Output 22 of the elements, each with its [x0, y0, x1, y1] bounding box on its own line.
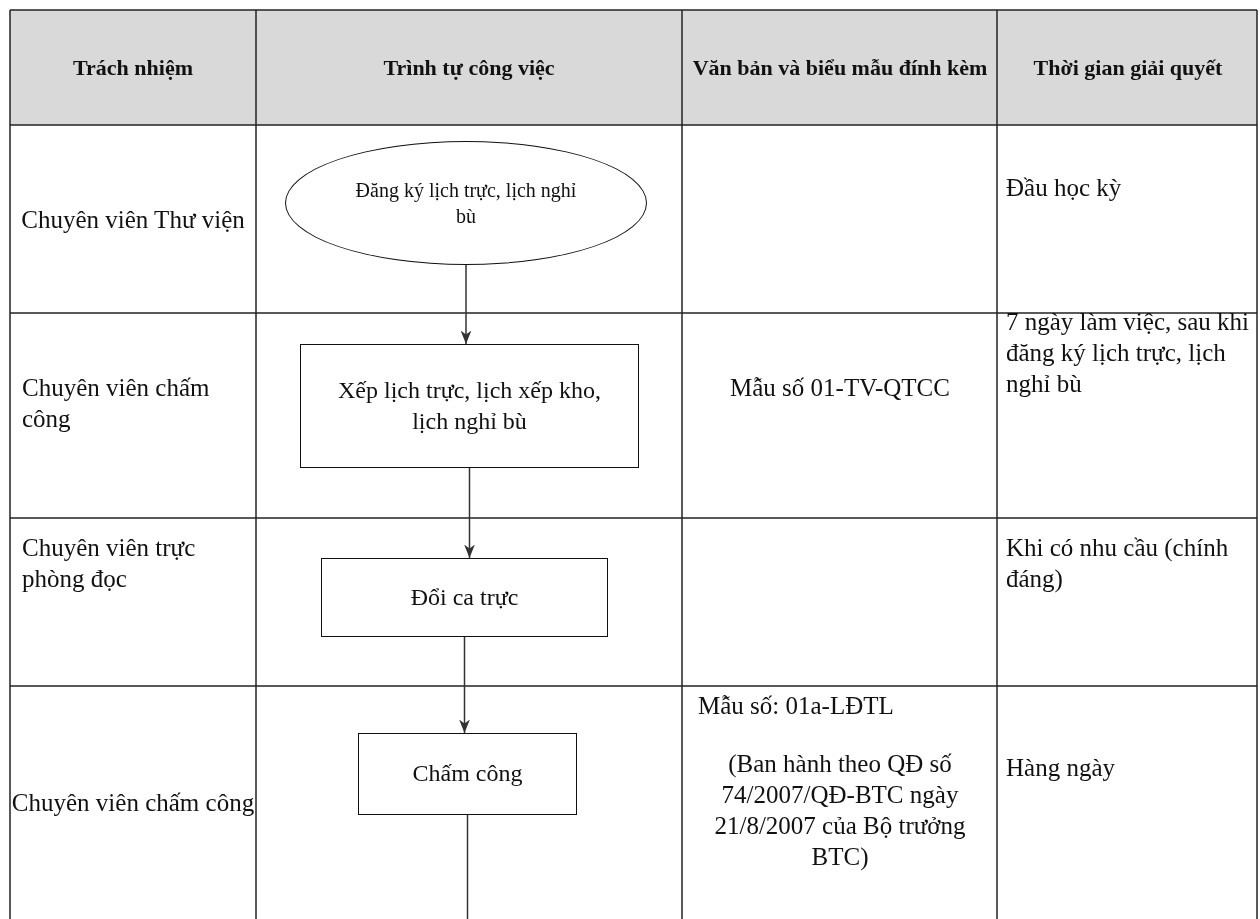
table-cell-text: Hàng ngày: [1006, 753, 1116, 783]
start-ellipse: Đăng ký lịch trực, lịch nghỉ bù: [285, 141, 647, 265]
process-box: Chấm công: [358, 733, 577, 815]
column-header: Trách nhiệm: [72, 53, 194, 82]
table-cell-text: Chuyên viên chấm công: [10, 788, 256, 818]
table-cell-text: Đầu học kỳ: [1006, 173, 1123, 203]
arrow: [460, 264, 472, 345]
arrow: [464, 467, 475, 559]
arrow: [459, 636, 470, 734]
table-cell-text: Chuyên viên chấm công: [22, 373, 211, 434]
table-cell-text: Chuyên viên Thư viện: [20, 204, 246, 235]
column-header: Thời gian giải quyết: [1032, 53, 1224, 82]
process-box: Đổi ca trực: [321, 558, 608, 637]
table-cell-text: Chuyên viên trực phòng đọc: [22, 533, 197, 594]
table-cell-text: Mẫu số: 01a-LĐTL: [698, 691, 895, 721]
table-cell-text: Mẫu số 01-TV-QTCC: [729, 373, 951, 403]
table-cell-text: Khi có nhu cầu (chính đáng): [1006, 533, 1230, 594]
table-cell-text: (Ban hành theo QĐ số 74/2007/QĐ-BTC ngày 21/8/2007 của Bộ trưởng BTC): [713, 749, 967, 872]
column-header: Trình tự công việc: [382, 53, 556, 82]
table-cell-text: 7 ngày làm việc, sau khi đăng ký lịch trực, lịch nghỉ bù: [1006, 307, 1250, 399]
column-header: Văn bản và biểu mẫu đính kèm: [691, 53, 989, 82]
process-box: Xếp lịch trực, lịch xếp kho, lịch nghỉ bù: [300, 344, 639, 468]
